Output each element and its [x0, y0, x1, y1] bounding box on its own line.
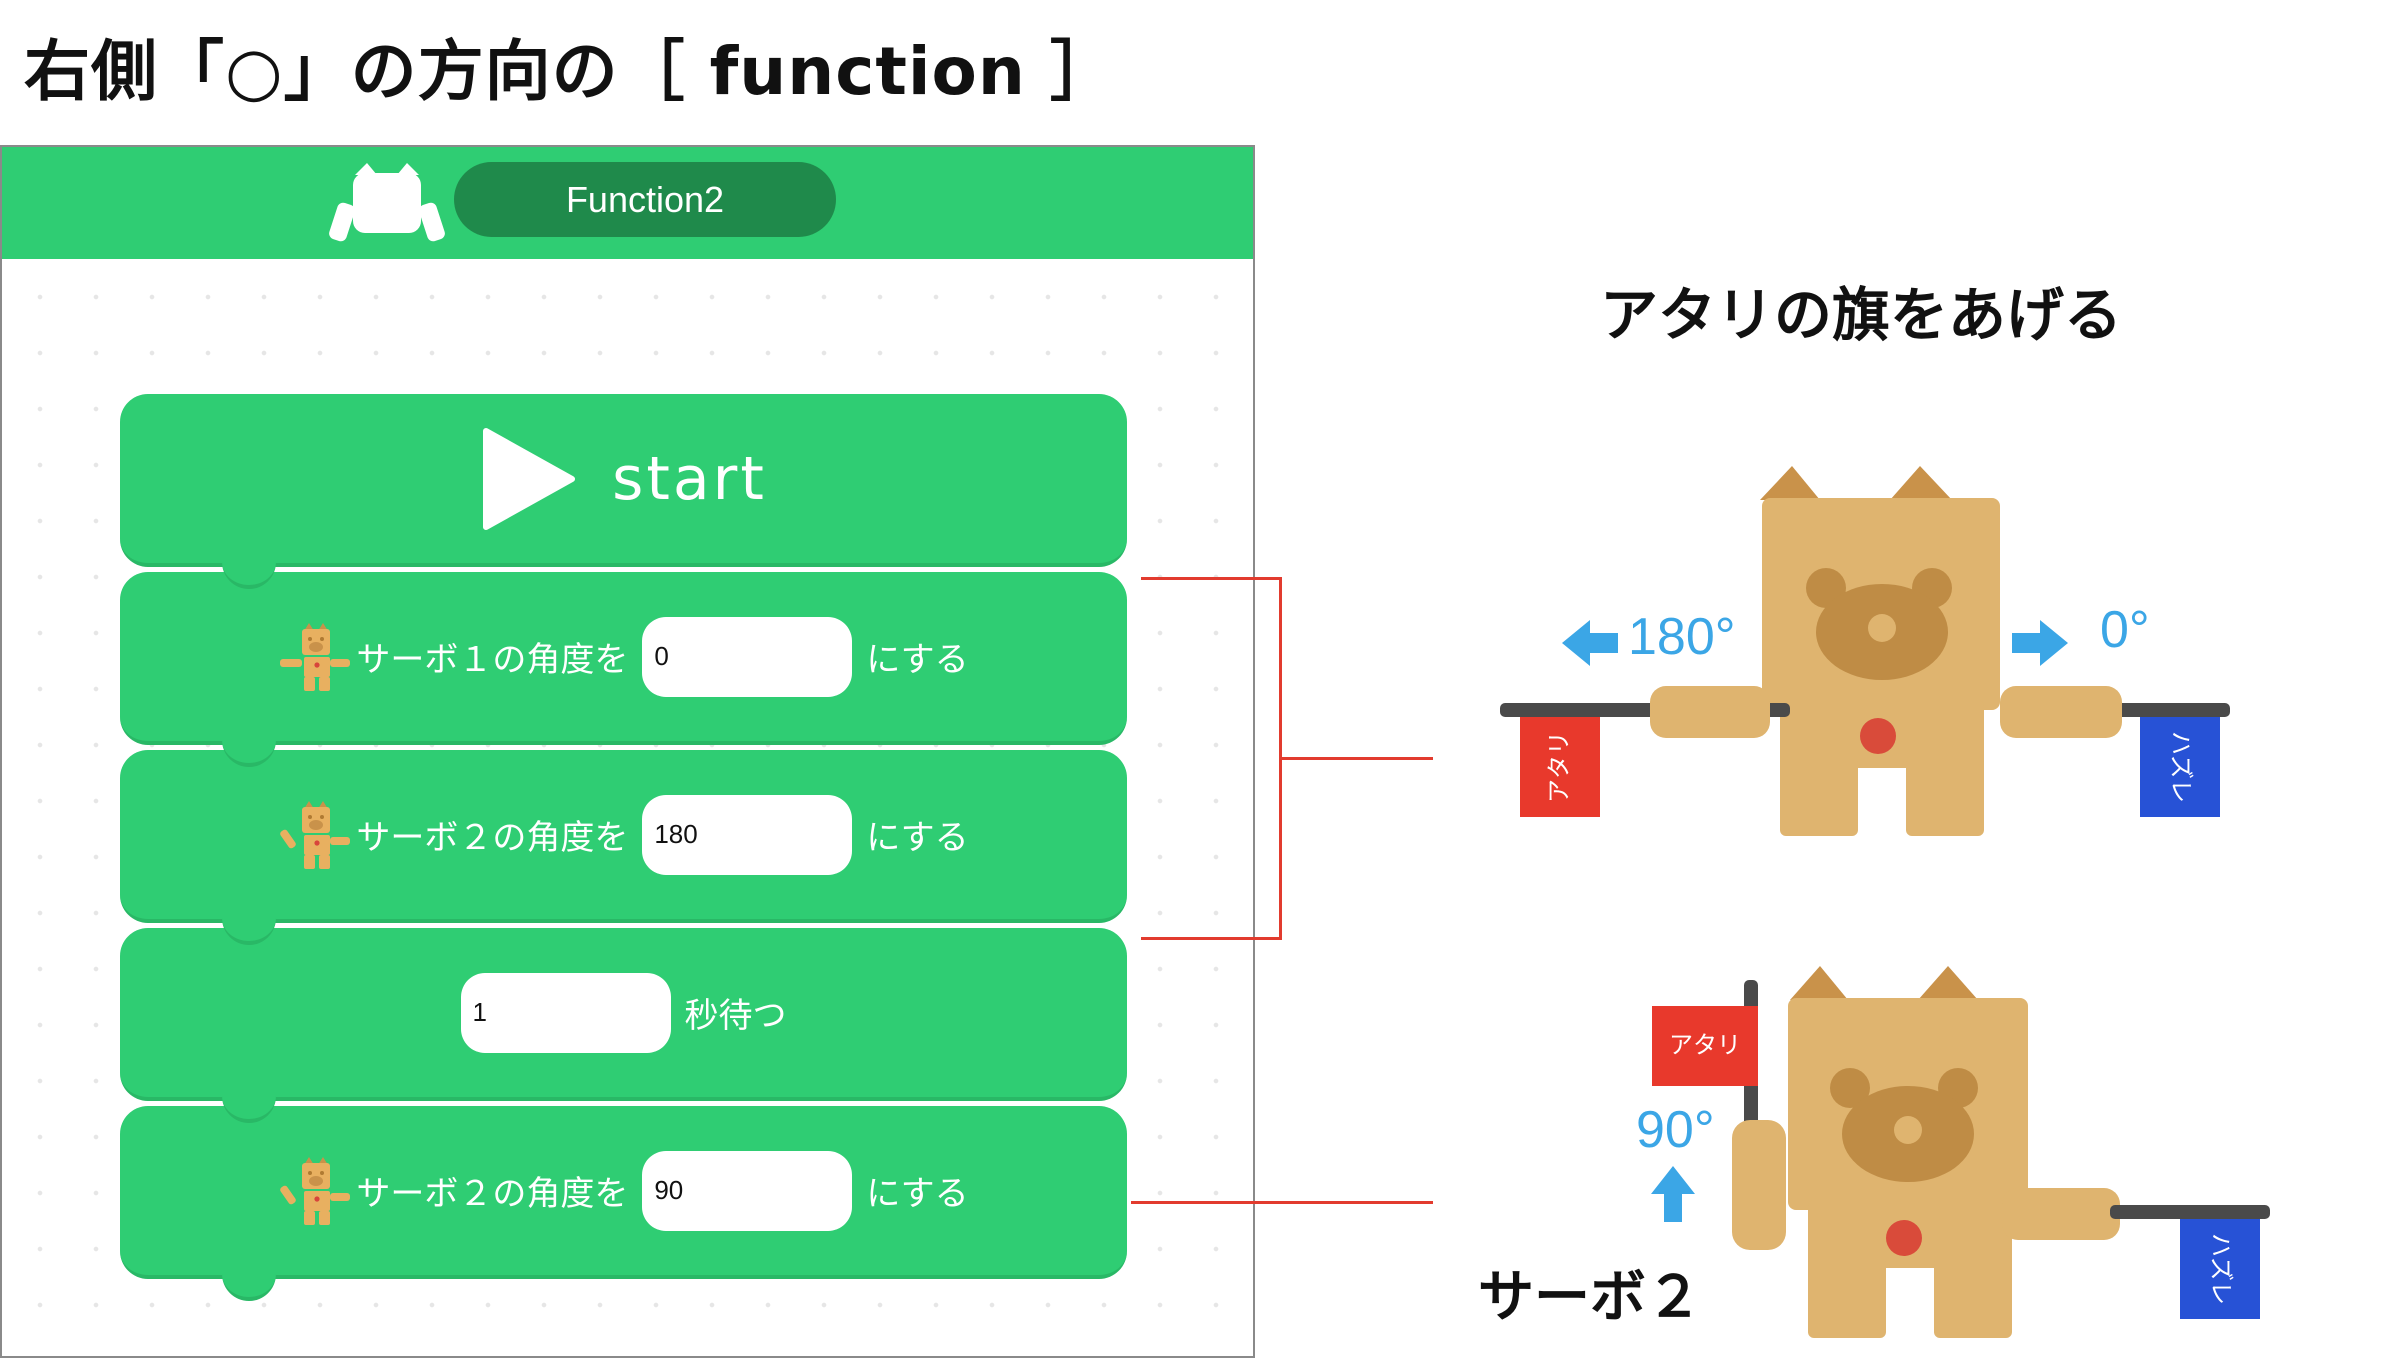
function-name-button[interactable]: Function2	[454, 162, 836, 237]
servo1-angle-input[interactable]: 0	[642, 616, 853, 697]
wait-suffix: 秒待つ	[684, 996, 787, 1036]
bracket-top-line	[1141, 577, 1281, 580]
flag-red-label: アタリ	[1545, 731, 1573, 803]
block-connector	[222, 1273, 276, 1301]
servo1-suffix: にする	[866, 640, 969, 680]
servo-robot-icon	[280, 800, 351, 869]
servo2-label: サーボ２の角度を	[356, 818, 629, 858]
mascot-icon	[329, 163, 445, 242]
wait-block[interactable]: 1 秒待つ	[120, 928, 1127, 1123]
servo2-label: サーボ２の角度を	[356, 1174, 629, 1214]
servo2-angle-input[interactable]: 90	[642, 1150, 853, 1231]
function-editor[interactable]: Function2 start	[0, 145, 1255, 1358]
angle-left-label: 180°	[1628, 608, 1736, 666]
start-block[interactable]: start	[120, 394, 1127, 589]
servo2-caption: サーボ２	[1478, 1265, 1702, 1330]
servo-robot-icon	[280, 622, 351, 691]
flag-red-raised-label: アタリ	[1669, 1031, 1741, 1059]
servo1-angle-block[interactable]: サーボ１の角度を 0 にする	[120, 572, 1127, 767]
start-label: start	[612, 443, 767, 514]
annotation-heading: アタリの旗をあげる	[1600, 281, 2123, 349]
servo2-suffix: にする	[866, 818, 969, 858]
editor-header: Function2	[2, 147, 1253, 259]
flag-blue-label: ハズレ	[2167, 731, 2195, 803]
page-title: 右側「○」の方向の［ function ］	[24, 33, 1117, 110]
bracket-bottom-line	[1141, 937, 1281, 940]
servo2-suffix: にする	[866, 1174, 969, 1214]
function-name-label: Function2	[565, 178, 725, 220]
angle-up-label: 90°	[1636, 1101, 1715, 1159]
servo2-angle-block[interactable]: サーボ２の角度を 90 にする	[120, 1106, 1127, 1301]
robot-both-flags-illustration: アタリ ハズレ	[1500, 466, 2230, 836]
robot-flag-raised-illustration: アタリ ハズレ	[1651, 966, 2270, 1338]
servo2-angle-block[interactable]: サーボ２の角度を 180 にする	[120, 750, 1127, 945]
flag-blue-hanging-label: ハズレ	[2207, 1233, 2235, 1305]
servo2-angle-input[interactable]: 180	[642, 794, 853, 875]
servo1-label: サーボ１の角度を	[356, 640, 629, 680]
servo-robot-icon	[280, 1156, 351, 1225]
play-icon	[483, 427, 576, 530]
wait-seconds-input[interactable]: 1	[460, 972, 671, 1053]
servo2-pointer-line	[1131, 1201, 1433, 1204]
angle-right-label: 0°	[2100, 601, 2150, 659]
bracket-pointer-line	[1280, 757, 1433, 760]
